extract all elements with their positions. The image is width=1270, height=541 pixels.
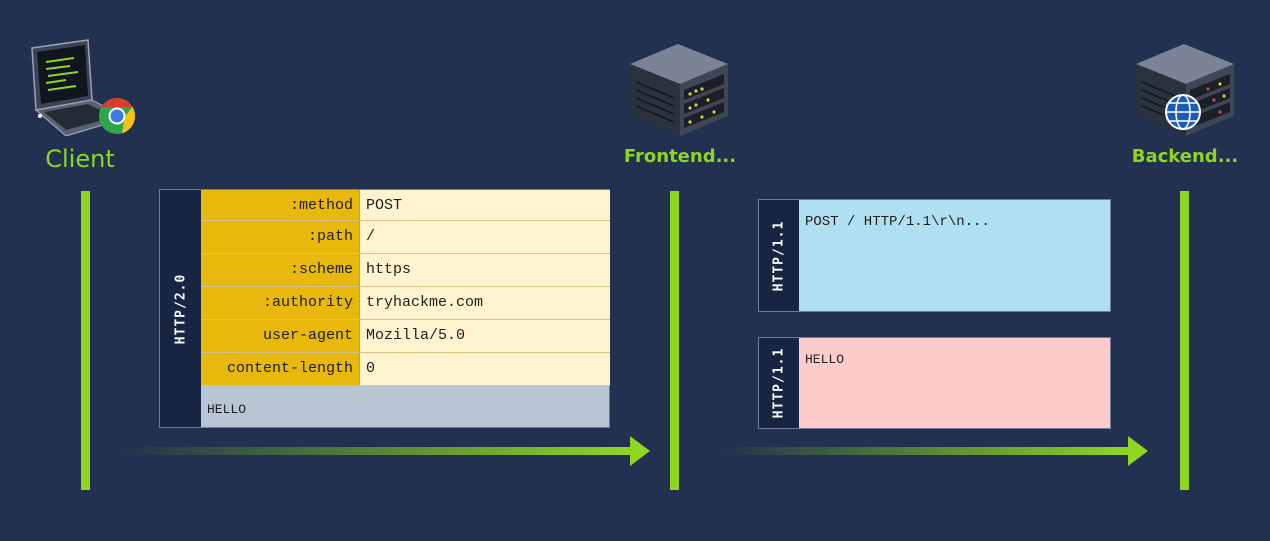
server-icon <box>630 44 728 136</box>
client-label: Client <box>45 145 115 173</box>
header-name: content-length <box>201 353 360 385</box>
client-lifeline <box>81 191 90 490</box>
http1-smuggled-body: HELLO <box>805 352 845 367</box>
header-value: Mozilla/5.0 <box>360 320 610 352</box>
header-value: POST <box>360 190 610 220</box>
http1-request-2: HTTP/1.1 HELLO <box>758 337 1111 429</box>
frontend-label: Frontend... <box>623 146 737 167</box>
http1-request-1: HTTP/1.1 POST / HTTP/1.1\r\n... <box>758 199 1111 312</box>
table-row: content-length 0 <box>201 353 610 386</box>
http1-version-bar: HTTP/1.1 <box>759 200 799 311</box>
http1-version-label: HTTP/1.1 <box>771 347 787 419</box>
header-name: :scheme <box>201 254 360 286</box>
web-server-icon <box>1136 44 1234 136</box>
header-value: / <box>360 221 610 253</box>
table-row: :scheme https <box>201 254 610 287</box>
arrow-frontend-to-backend <box>720 436 1148 466</box>
header-name: :path <box>201 221 360 253</box>
http2-version-bar: HTTP/2.0 <box>160 190 201 427</box>
http1-version-bar: HTTP/1.1 <box>759 338 799 428</box>
header-value: 0 <box>360 353 610 385</box>
header-name: user-agent <box>201 320 360 352</box>
table-row: :authority tryhackme.com <box>201 287 610 320</box>
chrome-icon <box>99 98 136 134</box>
table-row: user-agent Mozilla/5.0 <box>201 320 610 353</box>
arrow-client-to-frontend <box>120 436 650 466</box>
header-value: https <box>360 254 610 286</box>
table-row: :method POST <box>201 190 610 221</box>
http1-request-line: POST / HTTP/1.1\r\n... <box>805 214 990 230</box>
http2-version-label: HTTP/2.0 <box>173 273 188 344</box>
header-name: :authority <box>201 287 360 319</box>
header-name: :method <box>201 190 360 220</box>
http1-version-label: HTTP/1.1 <box>771 220 787 291</box>
header-value: tryhackme.com <box>360 287 610 319</box>
http2-body: HELLO <box>207 402 247 417</box>
backend-lifeline <box>1180 191 1189 490</box>
table-row: :path / <box>201 221 610 254</box>
http2-header-table: :method POST :path / :scheme https :auth… <box>201 190 610 386</box>
http2-request: HTTP/2.0 :method POST :path / :scheme ht… <box>159 189 610 428</box>
frontend-lifeline <box>670 191 679 490</box>
backend-label: Backend... <box>1131 146 1239 167</box>
